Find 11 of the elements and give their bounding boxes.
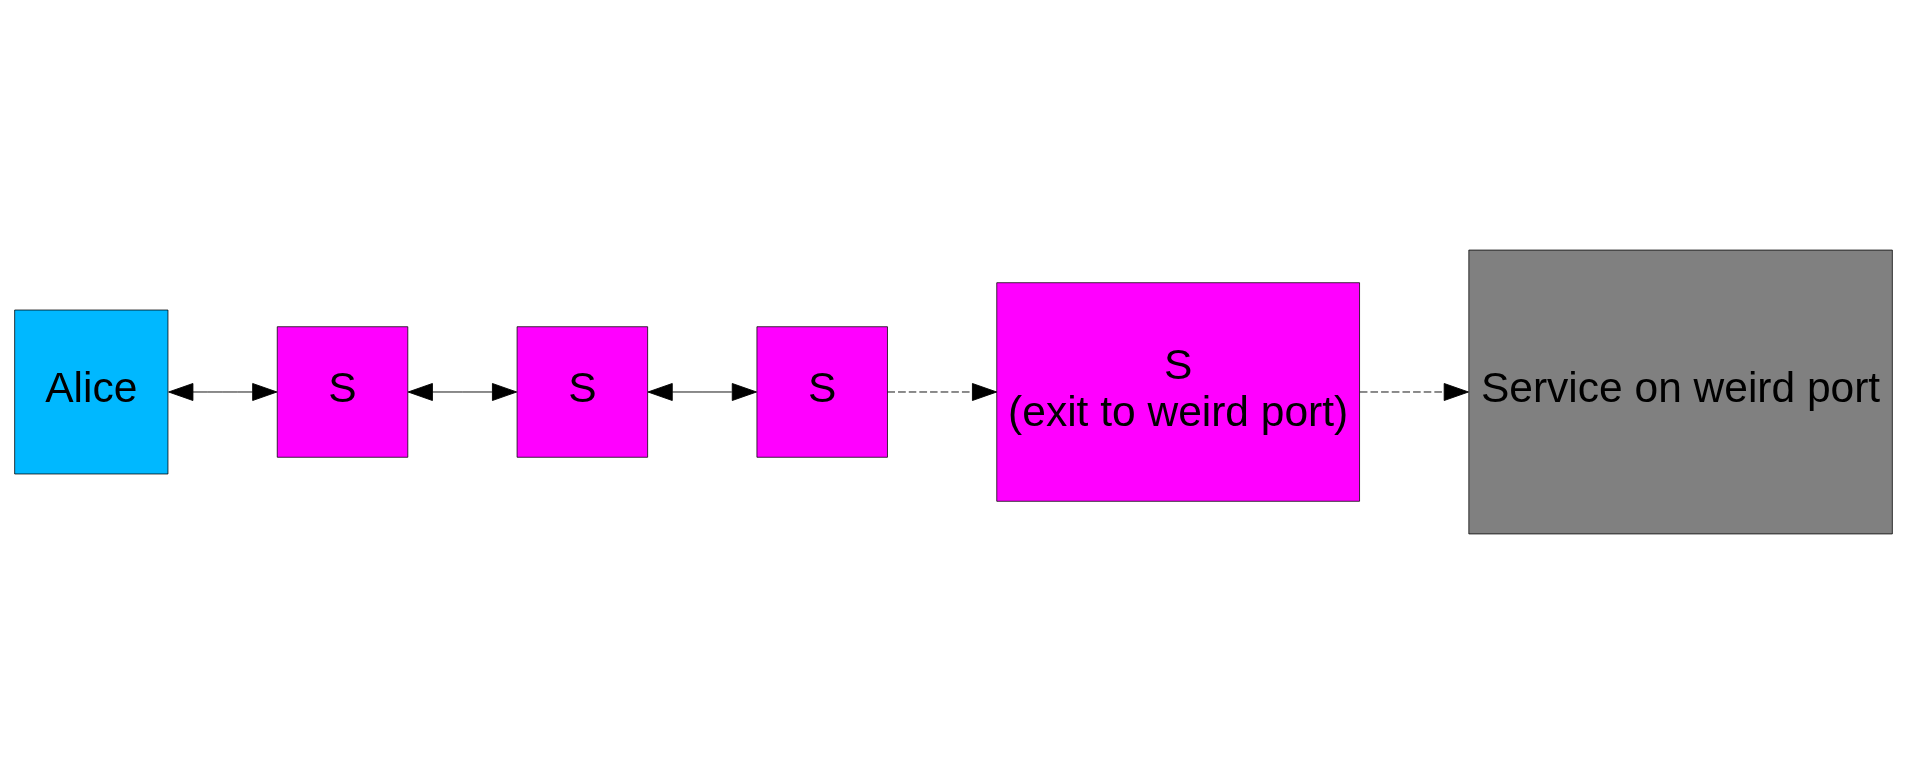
node-box: S [516, 326, 648, 458]
arrow [647, 383, 757, 401]
node-box: Service on weird port [1468, 249, 1893, 535]
node-box: S [276, 326, 409, 458]
arrow [407, 383, 518, 401]
arrow [1359, 383, 1469, 401]
arrow [168, 383, 278, 401]
node-box: S [756, 326, 888, 458]
node-box: S (exit to weird port) [996, 282, 1360, 502]
arrow [887, 383, 998, 401]
node-box: Alice [14, 309, 169, 475]
